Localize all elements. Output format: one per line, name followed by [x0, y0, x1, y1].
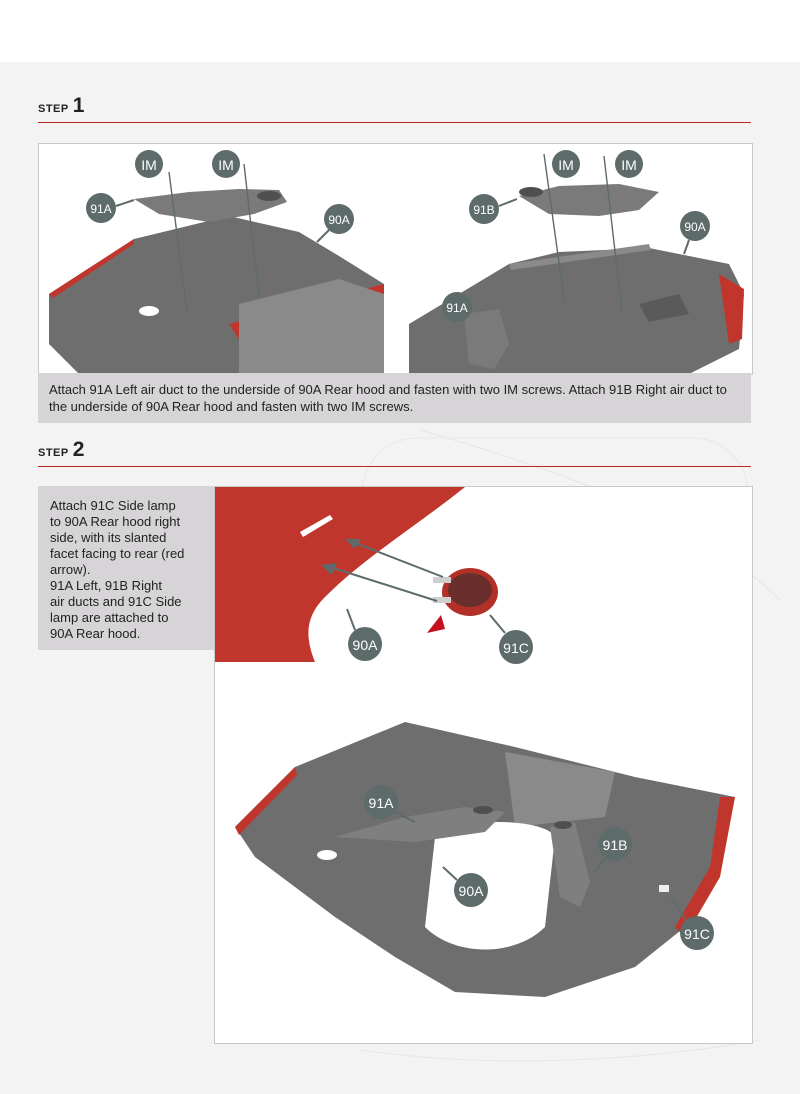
svg-text:91A: 91A	[369, 795, 395, 811]
air-duct-91a-left	[134, 189, 287, 222]
svg-text:91C: 91C	[503, 640, 529, 656]
red-arrow-icon	[427, 615, 445, 633]
svg-text:90A: 90A	[684, 220, 705, 234]
air-duct-91b-main	[550, 821, 590, 907]
callout-im-3: IM	[552, 150, 580, 178]
svg-text:91C: 91C	[684, 926, 710, 942]
svg-text:IM: IM	[141, 157, 157, 173]
callout-91a-main: 91A	[364, 785, 416, 823]
callout-91c-main: 91C	[670, 896, 714, 950]
step-word: STEP	[38, 443, 69, 460]
step-2-drawing: 90A 91C 91A	[215, 487, 735, 997]
step-2-note: Attach 91C Side lamp to 90A Rear hood ri…	[38, 486, 214, 650]
side-lamp-91c-installed	[659, 885, 669, 892]
callout-90a-left: 90A	[316, 204, 354, 243]
step-2-rule	[38, 466, 751, 467]
svg-text:91A: 91A	[446, 301, 467, 315]
hood-side-detail	[215, 487, 465, 662]
air-duct-91a-installed	[464, 309, 509, 369]
svg-text:91B: 91B	[603, 837, 628, 853]
callout-91b-main: 91B	[592, 827, 632, 874]
callout-90a-detail: 90A	[346, 608, 382, 661]
rear-hood-right-view	[409, 244, 744, 374]
side-lamp-91c	[433, 568, 498, 616]
top-band	[0, 0, 800, 62]
step-1-title: STEP1	[38, 94, 84, 118]
svg-text:90A: 90A	[459, 883, 485, 899]
svg-text:91A: 91A	[90, 202, 111, 216]
svg-text:91B: 91B	[473, 203, 494, 217]
callout-91b: 91B	[469, 194, 518, 224]
step-1-illustration: IM IM 91A 90A IM IM 91B 90A 91A	[38, 143, 753, 375]
svg-text:IM: IM	[218, 157, 234, 173]
step-number: 2	[72, 438, 85, 461]
svg-text:90A: 90A	[328, 213, 349, 227]
callout-91a-right: 91A	[442, 292, 472, 322]
step-2-title: STEP2	[38, 438, 84, 462]
step-word: STEP	[38, 99, 69, 116]
callout-91a: 91A	[86, 193, 135, 223]
rear-hood-assembly	[235, 722, 735, 997]
callout-90a-main: 90A	[442, 866, 488, 907]
callout-im-2: IM	[212, 150, 240, 178]
callout-im-1: IM	[135, 150, 163, 178]
air-duct-91a-main	[335, 806, 505, 842]
rear-hood-left-view	[49, 216, 384, 374]
air-duct-91b-right	[519, 184, 659, 216]
step-1-drawing: IM IM 91A 90A IM IM 91B 90A 91A	[49, 150, 744, 374]
step-number: 1	[72, 94, 85, 117]
svg-text:IM: IM	[621, 157, 637, 173]
step-1-caption: Attach 91A Left air duct to the undersid…	[38, 373, 751, 423]
callout-im-4: IM	[615, 150, 643, 178]
svg-text:90A: 90A	[353, 637, 379, 653]
svg-text:IM: IM	[558, 157, 574, 173]
step-2-illustration: 90A 91C 91A	[214, 486, 753, 1044]
step-1-rule	[38, 122, 751, 123]
callout-90a-right: 90A	[680, 211, 710, 255]
callout-91c-detail: 91C	[489, 614, 533, 664]
